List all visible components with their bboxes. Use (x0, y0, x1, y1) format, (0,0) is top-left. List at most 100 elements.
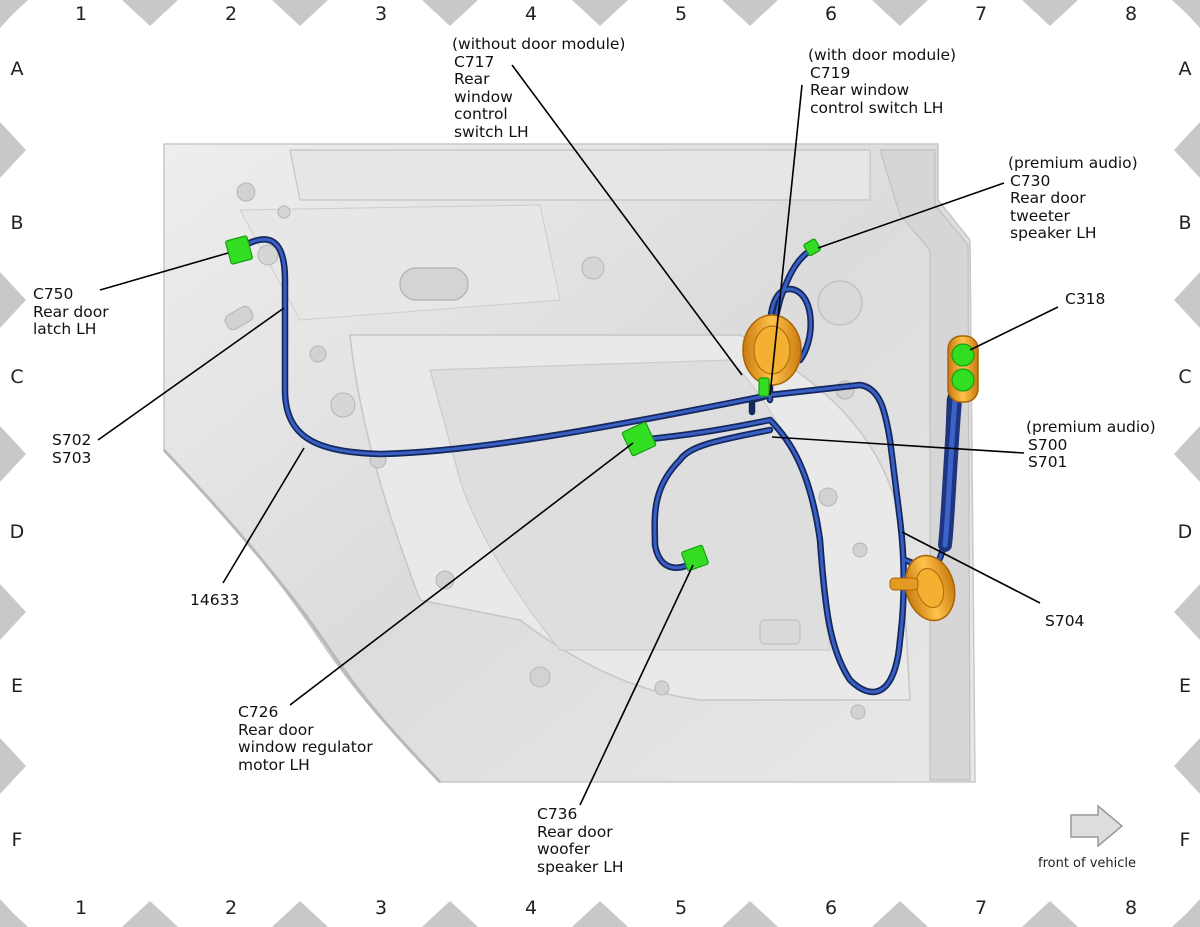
grid-column-top: 6 (824, 3, 838, 25)
label-line: Rear window (810, 81, 910, 99)
label-line: S700 (1028, 435, 1068, 454)
speaker-grommet-upper (742, 314, 802, 386)
grid-column-bottom: 5 (674, 897, 688, 919)
label-line: S703 (52, 448, 92, 467)
s704-grommet (889, 554, 956, 622)
label-line: (premium audio) (1008, 154, 1138, 172)
label-line: S704 (1045, 612, 1085, 630)
connector-c318-b (951, 368, 975, 392)
label-line: latch LH (33, 320, 97, 338)
border-triangle (572, 0, 628, 26)
label-line: C750 (33, 285, 74, 303)
grid-row-right: F (1179, 829, 1191, 851)
label-line: C318 (1065, 290, 1106, 308)
grid-row-left: A (10, 58, 24, 80)
label-c318: C318 (1065, 290, 1106, 309)
label-line: C730 (1010, 171, 1051, 190)
label-line: Rear (454, 70, 490, 88)
wiring-harness-14633 (236, 236, 964, 696)
connector-c736 (681, 544, 709, 572)
grid-column-bottom: 6 (824, 897, 838, 919)
grid-row-right: B (1178, 212, 1192, 234)
border-triangle (1174, 0, 1200, 28)
label-harness-14633: 14633 (190, 591, 240, 610)
connector-c730 (803, 238, 821, 257)
border-triangle (0, 584, 26, 640)
border-triangle (122, 901, 178, 927)
label-line: S701 (1028, 453, 1068, 471)
label-line: (without door module) (452, 35, 626, 53)
grid-column-bottom: 2 (224, 897, 238, 919)
border-triangle (272, 901, 328, 927)
grid-column-bottom: 1 (74, 897, 88, 919)
grid-column-top: 4 (524, 3, 538, 25)
border-triangle (0, 738, 26, 794)
leader-lines (97, 64, 1059, 806)
label-line: C736 (537, 805, 578, 823)
connector-c726 (621, 421, 657, 457)
grid-row-left: C (10, 366, 24, 388)
border-triangle (0, 272, 26, 328)
front-of-vehicle-arrow (1070, 804, 1124, 848)
border-triangle (0, 426, 26, 482)
border-triangle (1022, 0, 1078, 26)
border-triangle (1174, 272, 1200, 328)
label-line: control switch LH (810, 98, 944, 117)
label-line: Rear door (1010, 189, 1086, 207)
border-triangle (722, 901, 778, 927)
grid-row-left: F (11, 829, 23, 851)
connector-c750 (225, 235, 253, 265)
label-line: speaker LH (1010, 224, 1097, 242)
label-line: C719 (810, 63, 851, 82)
border-triangle (1174, 899, 1200, 927)
grid-column-top: 7 (974, 3, 988, 25)
border-triangle (1174, 122, 1200, 178)
border-triangle (1022, 901, 1078, 927)
grid-column-top: 5 (674, 3, 688, 25)
border-triangle (1174, 584, 1200, 640)
label-line: Rear door (537, 822, 613, 841)
label-line: window regulator (238, 738, 373, 756)
label-line: Rear door (33, 302, 109, 321)
border-triangle (1174, 426, 1200, 482)
grid-row-right: A (1178, 58, 1192, 80)
grid-column-top: 2 (224, 3, 238, 25)
grid-row-right: C (1178, 366, 1192, 388)
border-triangle (422, 0, 478, 26)
connectors (225, 235, 975, 572)
grid-column-bottom: 3 (374, 897, 388, 919)
border-triangle (722, 0, 778, 26)
label-line: window (454, 87, 513, 106)
grid-column-top: 8 (1124, 3, 1138, 25)
label-line: switch LH (454, 122, 529, 141)
label-line: 14633 (190, 591, 240, 609)
grid-row-left: E (10, 675, 23, 697)
border-triangle (422, 901, 478, 927)
border-triangle (572, 901, 628, 927)
front-of-vehicle-label: front of vehicle (1038, 856, 1137, 871)
label-line: (premium audio) (1026, 418, 1156, 436)
label-line: (with door module) (808, 46, 957, 64)
border-triangle (272, 0, 328, 26)
label-line: speaker LH (537, 857, 624, 876)
grid-column-bottom: 8 (1124, 897, 1138, 919)
connector-c719 (758, 377, 770, 397)
grid-column-bottom: 4 (524, 897, 538, 919)
grid-column-bottom: 7 (974, 897, 988, 919)
label-s704: S704 (1045, 612, 1085, 631)
grid-column-top: 3 (374, 3, 388, 25)
label-line: motor LH (238, 755, 310, 774)
label-line: woofer (537, 840, 591, 858)
border-triangle (872, 901, 928, 927)
label-line: C717 (454, 52, 495, 71)
grid-column-top: 1 (74, 3, 88, 25)
border-triangle (1174, 738, 1200, 794)
